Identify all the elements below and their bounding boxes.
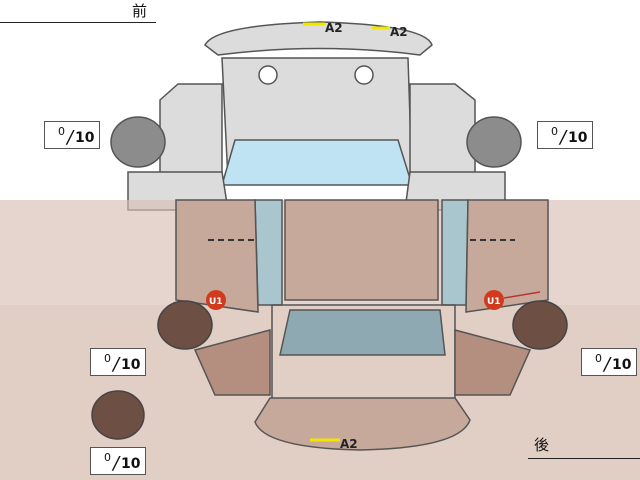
rear-bumper [254, 397, 471, 451]
rear-window [279, 309, 446, 356]
roof [284, 199, 439, 301]
front-right-tire-icon [466, 116, 522, 168]
left-headlight [258, 65, 278, 85]
right-rear-door [465, 199, 549, 313]
damage-badge-left: U1 [209, 297, 223, 307]
rear-label: 後 [534, 436, 550, 454]
left-rear-door [175, 199, 259, 313]
left-side-window [254, 199, 283, 306]
fraction-slash-icon: / [113, 453, 120, 474]
right-side-window [441, 199, 469, 306]
damage-mark-front-2: A2 [390, 25, 408, 39]
tire-box-rear-right: 0 / 10 [581, 348, 637, 376]
rear-left-tire-icon [157, 300, 213, 350]
right-front-fender [409, 83, 476, 176]
front-label: 前 [132, 2, 148, 20]
right-rear-fender [454, 329, 532, 396]
front-label-rule [0, 22, 156, 23]
tire-depth-max: 10 [121, 357, 141, 373]
tire-box-front-left: 0 / 10 [44, 121, 100, 149]
tire-depth-max: 10 [612, 357, 632, 373]
front-left-tire-icon [110, 116, 166, 168]
rear-right-tire-icon [512, 300, 568, 350]
tire-depth-value: 0 [595, 352, 602, 365]
left-front-fender [159, 83, 223, 176]
tire-depth-value: 0 [58, 125, 65, 138]
fraction-slash-icon: / [560, 127, 567, 148]
tire-depth-max: 10 [75, 130, 95, 146]
fraction-slash-icon: / [67, 127, 74, 148]
damage-mark-rear: A2 [340, 437, 358, 451]
tire-depth-value: 0 [104, 352, 111, 365]
tire-depth-max: 10 [121, 456, 141, 472]
left-rear-fender [193, 329, 271, 396]
tire-box-front-right: 0 / 10 [537, 121, 593, 149]
tire-depth-value: 0 [551, 125, 558, 138]
windshield [221, 139, 414, 186]
damage-badge-right: U1 [487, 297, 501, 307]
tire-depth-max: 10 [568, 130, 588, 146]
spare-tire-icon [91, 390, 145, 440]
tire-depth-value: 0 [104, 451, 111, 464]
front-bumper [204, 21, 433, 56]
fraction-slash-icon: / [604, 354, 611, 375]
rear-label-rule [528, 458, 640, 459]
tire-box-rear-left: 0 / 10 [90, 348, 146, 376]
right-headlight [354, 65, 374, 85]
damage-mark-front-1: A2 [325, 21, 343, 35]
fraction-slash-icon: / [113, 354, 120, 375]
tire-box-spare: 0 / 10 [90, 447, 146, 475]
